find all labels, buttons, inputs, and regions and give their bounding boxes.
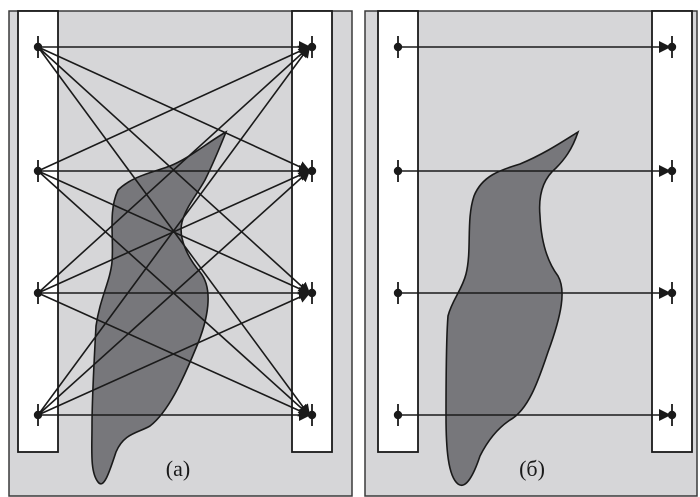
ray (37, 45, 311, 294)
emitter-sensor (393, 404, 403, 426)
panel-b-caption: (б) (519, 456, 545, 481)
emitter-sensor (33, 282, 43, 304)
emitter-sensor (393, 36, 403, 58)
panel-a-left-rail (17, 10, 59, 453)
receiver-sensor (667, 36, 677, 58)
emitter-sensor (33, 160, 43, 182)
panel-b-object (445, 130, 580, 487)
emitter-sensor (393, 160, 403, 182)
receiver-sensor (667, 160, 677, 182)
receiver-sensor (307, 36, 317, 58)
receiver-sensor (667, 282, 677, 304)
panel-b: (б) (364, 10, 698, 497)
panel-a: (a) (8, 10, 353, 497)
ray (37, 291, 311, 416)
panel-a-receivers (307, 36, 317, 426)
ray (37, 45, 311, 416)
panel-a-caption: (a) (166, 456, 190, 481)
panel-b-receivers (667, 36, 677, 426)
panel-b-left-rail (377, 10, 419, 453)
emitter-sensor (33, 36, 43, 58)
panel-a-rays (37, 41, 311, 421)
panel-a-emitters (33, 36, 43, 426)
ray (37, 45, 311, 172)
emitter-sensor (33, 404, 43, 426)
panel-b-emitters (393, 36, 403, 426)
panel-b-rays (398, 41, 671, 421)
receiver-sensor (307, 282, 317, 304)
panel-b-right-rail (651, 10, 693, 453)
emitter-sensor (393, 282, 403, 304)
receiver-sensor (307, 404, 317, 426)
ray (37, 169, 311, 416)
receiver-sensor (667, 404, 677, 426)
panel-a-object (90, 130, 228, 485)
receiver-sensor (307, 160, 317, 182)
panel-a-right-rail (291, 10, 333, 453)
